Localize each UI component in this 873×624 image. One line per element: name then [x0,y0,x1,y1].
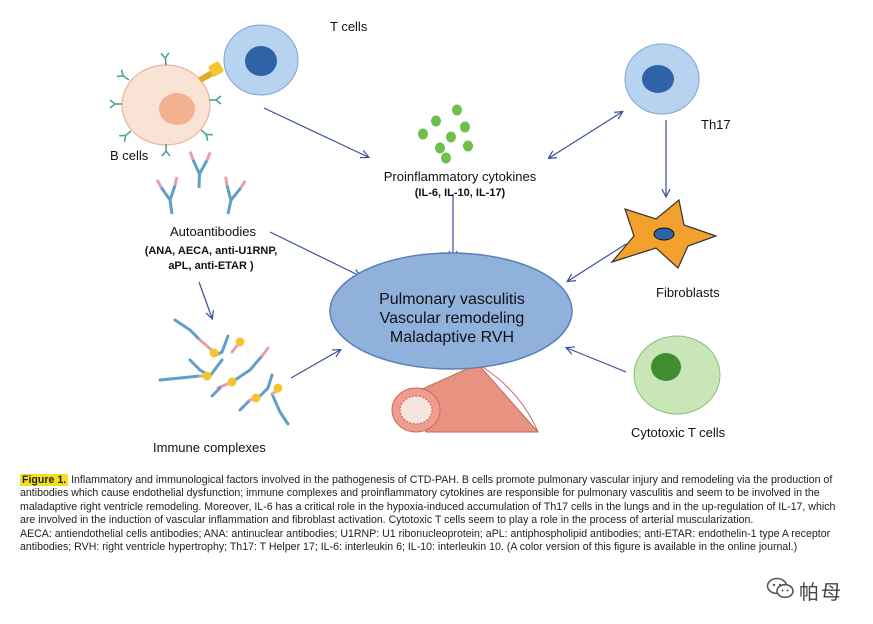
label-autoantibodies-list-1: (ANA, AECA, anti-U1RNP, [145,245,278,257]
label-immune-complexes: Immune complexes [153,440,266,455]
b-cell-icon [109,51,224,157]
center-line-1: Pulmonary vasculitis [379,291,525,308]
immune-complexes-icon [158,318,290,426]
fibroblast-icon [610,198,718,269]
wechat-icon [766,577,794,599]
antibodies-icon [155,150,247,218]
cytotoxic-t-cell-icon [633,335,721,415]
cytokines-icon [418,104,473,164]
arrow-autoantibodies-to-immune-complexes [198,281,212,318]
label-cytokines-list: (IL-6, IL-10, IL-17) [415,187,506,199]
center-line-2: Vascular remodeling [380,310,525,327]
label-th17: Th17 [701,117,731,132]
arrow-cytokines-th17 [549,112,622,158]
caption-abbreviations: AECA: antiendothelial cells antibodies; … [20,527,831,554]
arrow-tcells-to-cytokines [263,107,368,157]
caption-text: Inflammatory and immunological factors i… [20,474,836,527]
arrow-fibroblasts-to-center [568,243,627,281]
label-proinflammatory-cytokines: Proinflammatory cytokines [384,169,537,184]
label-cytotoxic-t-cells: Cytotoxic T cells [631,425,726,440]
arrow-autoantibodies-to-center [269,231,360,276]
arrows [198,107,666,379]
watermark-text: 帕母 [799,580,843,604]
pathogenesis-diagram: T cells B cells Autoantibodies (ANA, AEC… [109,19,731,455]
label-b-cells: B cells [110,148,149,163]
label-fibroblasts: Fibroblasts [656,285,720,300]
figure-caption: Figure 1. Inflammatory and immunological… [20,474,850,554]
arrow-immune-complexes-to-center [290,350,340,379]
t-cell-icon [223,24,299,96]
caption-main: Figure 1. Inflammatory and immunological… [20,474,850,528]
central-outcome: Pulmonary vasculitis Vascular remodeling… [329,252,573,370]
arrow-cytotoxic-to-center [567,348,627,373]
label-autoantibodies: Autoantibodies [170,224,257,239]
th17-cell-icon [624,43,700,115]
label-t-cells: T cells [330,19,368,34]
center-line-3: Maladaptive RVH [390,329,514,346]
watermark: 帕母 [766,574,858,604]
vessel-icon [391,363,540,433]
figure-label: Figure 1. [20,474,69,486]
label-autoantibodies-list-2: aPL, anti-ETAR ) [168,260,254,272]
